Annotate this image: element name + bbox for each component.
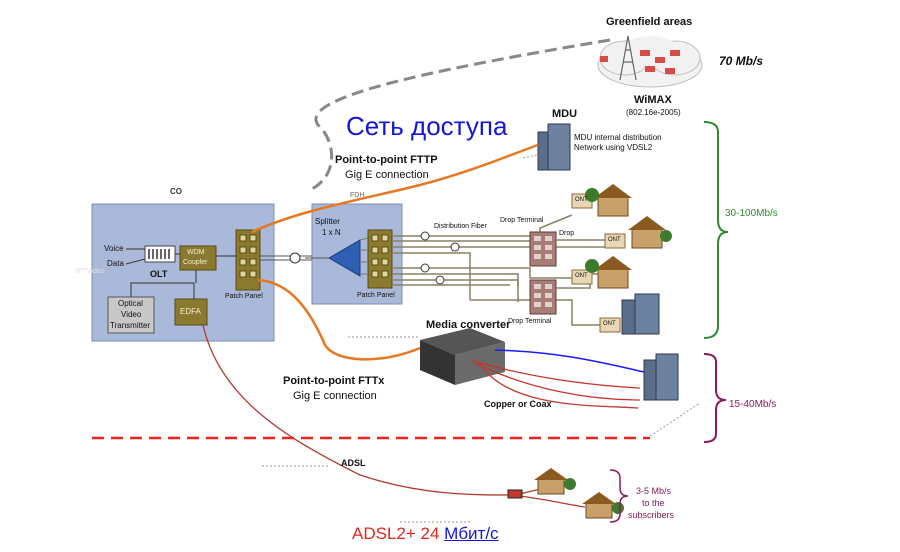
media-converter-icon xyxy=(420,328,505,385)
wimax-dashed-link xyxy=(309,38,611,192)
wimax-label: WiMAX xyxy=(634,94,672,106)
greenfield-houses-icon xyxy=(600,50,680,74)
bracket-label-low-2: to the xyxy=(642,498,665,508)
fdh-patch-panel-icon xyxy=(367,229,393,289)
splitter-label-1: Splitter xyxy=(315,217,340,226)
bracket-label-mid: 15-40Mb/s xyxy=(729,399,777,410)
mdu-building-icon xyxy=(537,123,571,171)
co-label: CO xyxy=(170,187,182,196)
optical-label-3: Transmitter xyxy=(110,321,151,330)
wdm-coupler-box xyxy=(179,245,217,271)
ont-label: ONT xyxy=(603,321,616,327)
house-icon xyxy=(585,256,632,289)
mdu-label: MDU xyxy=(552,108,578,120)
drop-label: Drop xyxy=(559,230,575,237)
adsl-label: ADSL xyxy=(341,458,366,468)
building-icon xyxy=(643,353,679,401)
co-link xyxy=(130,282,195,299)
wdm-label-1: WDM xyxy=(187,249,205,256)
copper-coax-lines xyxy=(469,359,641,409)
splitter-icon xyxy=(328,239,361,277)
adsl-line-branch xyxy=(519,495,586,508)
house-icon xyxy=(628,216,672,249)
optical-label-2: Video xyxy=(121,310,142,319)
data-label: Data xyxy=(107,259,124,268)
co-patch-panel-label: Patch Panel xyxy=(225,293,263,300)
edfa-label: EDFA xyxy=(180,307,201,316)
fttp-line2: Gig E connection xyxy=(345,169,429,181)
splitter-output-lines xyxy=(359,237,369,275)
bracket-label-low-3: subscribers xyxy=(628,510,675,520)
olt-icon xyxy=(144,245,176,263)
bracket-label-top: 30-100Mb/s xyxy=(725,208,778,219)
distribution-fiber-label: Distribution Fiber xyxy=(434,223,487,230)
ont-label: ONT xyxy=(575,273,588,279)
adsl2-speed-link[interactable]: Мбит/с xyxy=(444,524,499,543)
adsl2-caption: ADSL2+ 24 Мбит/с xyxy=(352,524,499,544)
fttp-fiber xyxy=(251,143,539,234)
feeder-fiber-lines xyxy=(260,255,312,261)
wimax-standard: (802.16e-2005) xyxy=(626,108,681,117)
fiber-connector-icons xyxy=(420,231,460,285)
fiber-connector-icon xyxy=(289,252,301,264)
bracket-15-40 xyxy=(703,353,727,443)
splitter-label-2: 1 x N xyxy=(322,228,341,237)
guide-dotted-line xyxy=(522,154,539,159)
media-converter-label: Media converter xyxy=(426,319,511,331)
drop-terminal-top-icon xyxy=(529,231,557,267)
bracket-3-5 xyxy=(609,469,629,523)
mdu-desc-line2: Network using VDSL2 xyxy=(574,143,653,152)
voice-label: Voice xyxy=(104,244,124,253)
greenfield-label: Greenfield areas xyxy=(606,16,693,28)
fdh-patch-panel-label: Patch Panel xyxy=(357,292,395,299)
fdh-label: FDH xyxy=(350,192,365,199)
building-icon xyxy=(621,293,660,335)
distribution-fiber-lines xyxy=(392,214,608,326)
olt-label: OLT xyxy=(150,269,168,279)
bracket-label-low-1: 3-5 Mb/s xyxy=(636,486,672,496)
house-icon xyxy=(585,184,632,217)
adsl2-prefix: ADSL2+ 24 xyxy=(352,524,445,543)
wimax-speed: 70 Mb/s xyxy=(719,54,764,68)
page-title: Сеть доступа xyxy=(346,111,508,141)
adsl-modem-icon xyxy=(507,489,523,499)
edfa-box xyxy=(174,298,208,326)
fttx-line2: Gig E connection xyxy=(293,390,377,402)
gray-dotted-boundary xyxy=(649,402,701,437)
fttx-line1: Point-to-point FTTx xyxy=(283,375,385,387)
mdu-desc-line1: MDU internal distribution xyxy=(574,133,662,142)
data-line xyxy=(125,258,146,265)
copper-coax-label: Copper or Coax xyxy=(484,399,552,409)
iptv-label: IPTVideo xyxy=(76,268,105,275)
greenfield-cloud xyxy=(597,36,703,88)
ont-label: ONT xyxy=(608,237,621,243)
optical-video-transmitter-box xyxy=(107,296,155,334)
adsl-line xyxy=(202,324,546,496)
co-patch-panel-icon xyxy=(235,229,261,291)
bracket-30-100 xyxy=(703,121,729,339)
drop-terminal-top-label: Drop Terminal xyxy=(500,217,544,224)
adsl-house-icon xyxy=(582,492,624,519)
drop-terminal-bottom-label: Drop Terminal xyxy=(508,318,552,325)
wimax-tower-icon xyxy=(619,35,637,81)
drop-terminal-bottom-icon xyxy=(529,279,557,315)
fttp-line1: Point-to-point FTTP xyxy=(335,154,438,166)
ont-icons xyxy=(571,193,626,333)
adsl-house-icon xyxy=(534,468,576,495)
ont-label: ONT xyxy=(575,197,588,203)
fttx-fiber xyxy=(257,278,421,361)
optical-label-1: Optical xyxy=(118,299,143,308)
media-converter-blue-link xyxy=(494,349,645,373)
wdm-label-2: Coupler xyxy=(183,259,208,266)
